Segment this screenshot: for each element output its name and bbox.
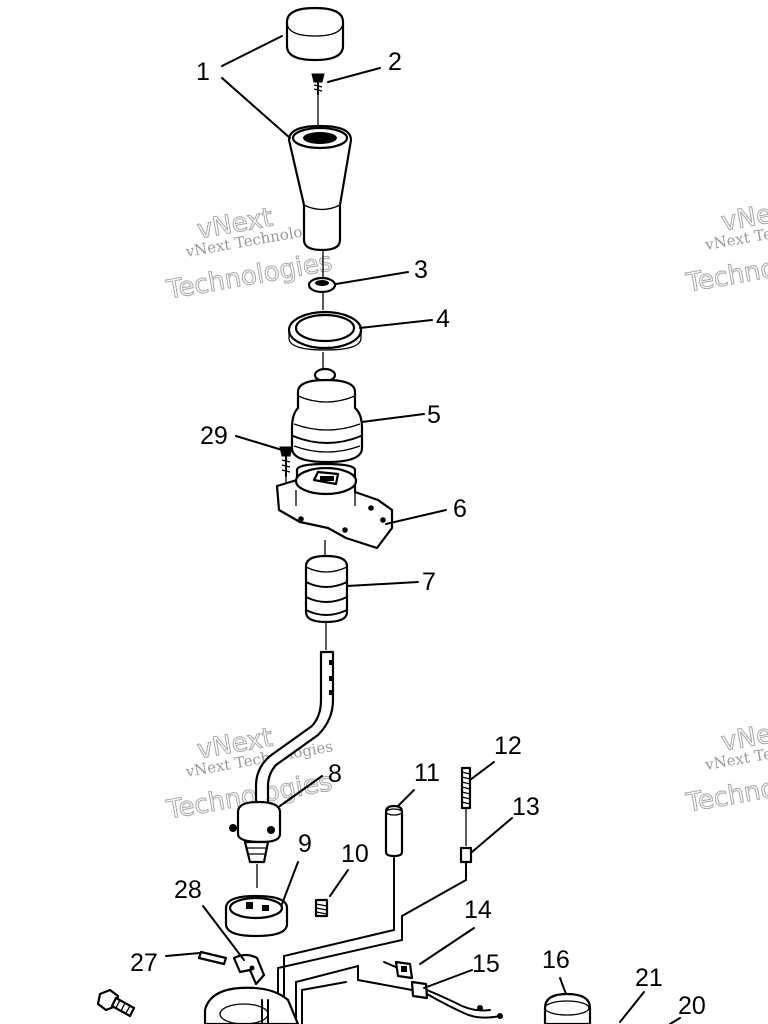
callout-29: 29 [200, 422, 228, 450]
watermark-lower-right: vNext vNext Technologies Technologies [683, 714, 768, 819]
lower-bolt [96, 988, 136, 1018]
leader-lines [165, 35, 681, 1024]
part-7-damper [304, 554, 349, 624]
part-4-ring [287, 310, 363, 351]
callout-2: 2 [388, 48, 402, 76]
lower-housing [203, 986, 300, 1024]
callout-20: 20 [678, 992, 706, 1020]
part-8-shift-lever [229, 623, 335, 864]
part-6-base-plate [275, 462, 394, 550]
part-13-coupler [459, 846, 473, 864]
cable-harness [277, 857, 467, 1024]
part-1-handle-grip [287, 124, 353, 252]
part-9-collar [224, 864, 289, 938]
callout-10: 10 [341, 840, 369, 868]
callout-16: 16 [542, 946, 570, 974]
part-27-pin [197, 950, 228, 966]
callout-21: 21 [635, 964, 663, 992]
callout-7: 7 [422, 568, 436, 596]
callout-8: 8 [328, 760, 342, 788]
part-11-pin [384, 804, 404, 858]
callout-6: 6 [453, 495, 467, 523]
part-28-clip [232, 953, 266, 986]
part-29-bolt [279, 446, 293, 477]
callout-11: 11 [414, 759, 440, 787]
callout-15: 15 [472, 950, 500, 978]
callout-14: 14 [464, 896, 492, 924]
part-2-screw [311, 73, 325, 95]
callout-4: 4 [436, 305, 450, 333]
callout-labels: 1 2 3 4 5 6 7 8 9 10 11 12 13 14 15 16 2… [130, 48, 706, 1020]
part-5-boot [290, 367, 364, 464]
part-15-connector [410, 980, 503, 1019]
callout-13: 13 [512, 793, 540, 821]
part-10-set-screw [314, 898, 329, 918]
callout-9: 9 [298, 830, 312, 858]
callout-12: 12 [494, 732, 522, 760]
callout-5: 5 [427, 401, 441, 429]
part-16-knob [543, 992, 592, 1024]
part-3-bushing [307, 276, 337, 294]
watermark-upper-right: vNext vNext Technologies Technologies [683, 194, 768, 299]
callout-27: 27 [130, 949, 158, 977]
part-1-knob-cap [285, 6, 345, 62]
callout-1: 1 [196, 58, 210, 86]
part-14-connector [383, 960, 414, 980]
callout-28: 28 [174, 876, 202, 904]
part-12-threaded-rod [460, 766, 472, 846]
callout-3: 3 [414, 256, 428, 284]
